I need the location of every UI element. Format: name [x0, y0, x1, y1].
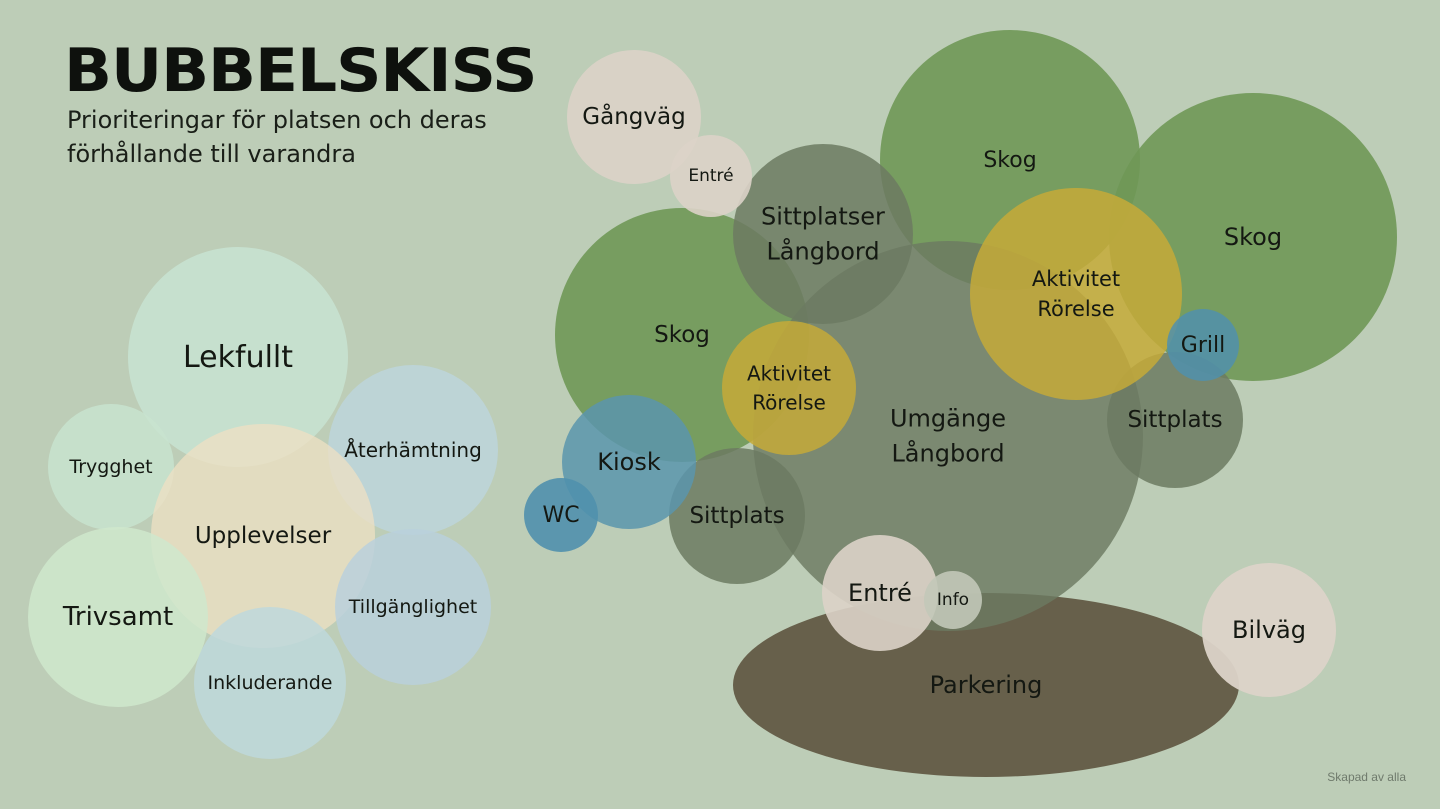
- bubble-shape-entre: [822, 535, 938, 651]
- bubble-shape-bilvag: [1202, 563, 1336, 697]
- bubble-label-inkluderande: Inkluderande: [208, 672, 333, 694]
- bubble-label-trivsamt: Trivsamt: [62, 602, 173, 632]
- place-bubble-wc: WC: [524, 478, 598, 552]
- bubble-label-entre: Entré: [688, 166, 733, 186]
- place-bubble-gangvag: Gångväg: [567, 50, 701, 184]
- bubble-shape-trygghet: [48, 404, 174, 530]
- bubble-label-kiosk: Kiosk: [597, 448, 661, 476]
- bubble-shape-trivsamt: [28, 527, 208, 707]
- value-bubble-upplevelser: Upplevelser: [151, 424, 375, 648]
- bubble-label-sittplats: Sittplats: [1127, 407, 1222, 433]
- place-bubble-grill: Grill: [1167, 309, 1239, 381]
- credit-footer: Skapad av alla: [1327, 770, 1406, 784]
- bubble-label-aterhamtning: Återhämtning: [344, 438, 482, 462]
- bubble-label-lekfullt: Lekfullt: [183, 340, 293, 375]
- bubble-label-upplevelser: Upplevelser: [195, 523, 332, 549]
- bubble-label-bilvag: Bilväg: [1232, 616, 1306, 644]
- bubble-label-trygghet: Trygghet: [68, 456, 152, 478]
- place-bubble-kiosk: Kiosk: [562, 395, 696, 529]
- value-bubble-lekfullt: Lekfullt: [128, 247, 348, 467]
- place-bubble-entre: Entré: [670, 135, 752, 217]
- diagram-title: BUBBELSKISS: [64, 36, 537, 106]
- bubble-shape-aktivitet: [722, 321, 856, 455]
- place-bubble-entre: Entré: [822, 535, 938, 651]
- bubble-label-sittplats: Sittplats: [689, 503, 784, 529]
- bubble-shape-aterhamtning: [328, 365, 498, 535]
- bubble-shape-wc: [524, 478, 598, 552]
- bubble-label-tillganglighet: Tillgänglighet: [348, 596, 477, 618]
- bubble-shape-skog: [1109, 93, 1397, 381]
- bubble-shape-lekfullt: [128, 247, 348, 467]
- bubble-label-parkering: Parkering: [930, 671, 1043, 699]
- place-bubble-bilvag: Bilväg: [1202, 563, 1336, 697]
- bubble-shape-info: [924, 571, 982, 629]
- bubble-shape-entre: [670, 135, 752, 217]
- bubble-label-entre: Entré: [848, 579, 912, 607]
- bubble-label-grill: Grill: [1181, 333, 1225, 358]
- place-bubble-sittplats: Sittplats: [1107, 352, 1243, 488]
- bubble-label-info: Info: [937, 590, 969, 610]
- place-bubble-sittplats: Sittplats: [669, 448, 805, 584]
- place-bubble-info: Info: [924, 571, 982, 629]
- bubble-label-skog: Skog: [983, 148, 1036, 173]
- bubble-shape-sittplats: [1107, 352, 1243, 488]
- bubble-shape-inkluderande: [194, 607, 346, 759]
- bubble-label-gangvag: Gångväg: [582, 102, 685, 130]
- value-bubble-tillganglighet: Tillgänglighet: [335, 529, 491, 685]
- value-bubble-trygghet: Trygghet: [48, 404, 174, 530]
- bubble-shape-upplevelser: [151, 424, 375, 648]
- bubble-shape-gangvag: [567, 50, 701, 184]
- value-bubble-aterhamtning: Återhämtning: [328, 365, 498, 535]
- bubble-label-wc: WC: [542, 503, 579, 528]
- place-bubble-skog: Skog: [1109, 93, 1397, 381]
- value-bubble-inkluderande: Inkluderande: [194, 607, 346, 759]
- bubble-shape-sittplats: [669, 448, 805, 584]
- bubble-shape-aktivitet: [970, 188, 1182, 400]
- value-bubble-trivsamt: Trivsamt: [28, 527, 208, 707]
- bubble-label-skog: Skog: [1224, 223, 1282, 251]
- bubble-shape-tillganglighet: [335, 529, 491, 685]
- diagram-subtitle: Prioriteringar för platsen och deras för…: [67, 106, 487, 168]
- bubble-label-skog: Skog: [654, 322, 710, 348]
- bubble-shape-grill: [1167, 309, 1239, 381]
- bubble-shape-kiosk: [562, 395, 696, 529]
- bubble-shape-sittplatser: [733, 144, 913, 324]
